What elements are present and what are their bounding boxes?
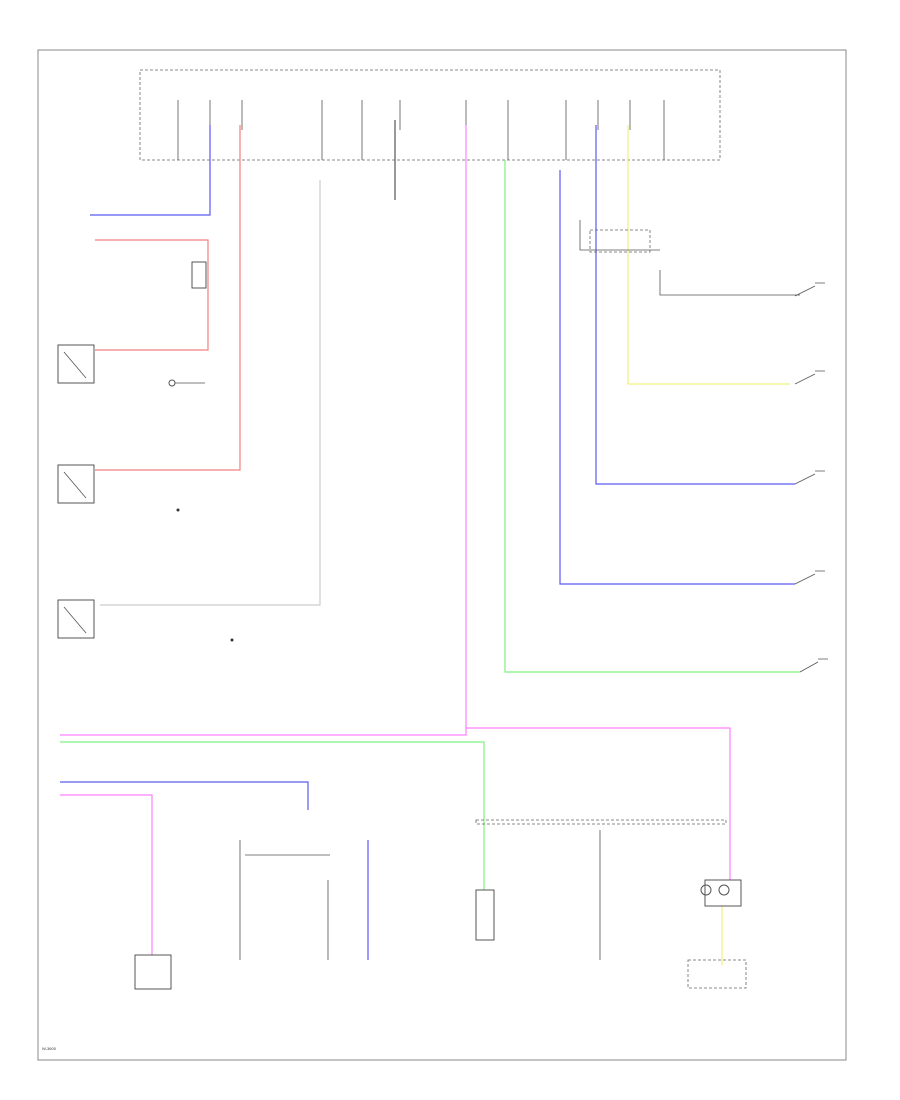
footer-code: W-3600 [42, 1046, 57, 1051]
bottom-component-left [134, 954, 172, 990]
wire-white-left [100, 180, 321, 606]
wire-green-right [504, 160, 800, 673]
ground-symbols [168, 379, 234, 642]
wire-gray-right [659, 270, 800, 296]
wire-green-left [60, 741, 485, 920]
top-module-box [139, 69, 721, 161]
switch-component-3 [57, 599, 95, 639]
diagram-border [37, 49, 847, 1061]
switch-component-1 [57, 344, 95, 384]
bottom-component-right [704, 879, 742, 907]
bottom-lamp-1 [700, 884, 712, 896]
wire-blue-right-1 [595, 125, 795, 485]
wire-red-branch [95, 239, 209, 351]
relay-box-1 [191, 261, 207, 289]
top-module-pins [177, 100, 665, 160]
relay-box-2 [589, 229, 651, 253]
wire-yellow-right [627, 125, 790, 385]
wire-blue-right-2 [559, 170, 795, 585]
wire-pink-right [466, 727, 731, 900]
bottom-lamp-2 [718, 884, 730, 896]
bottom-module-box [687, 959, 747, 989]
wire-red-left [95, 125, 241, 471]
wire-pink-long [60, 125, 467, 736]
wire-blue-bottom [60, 781, 309, 810]
wire-gray-pair [579, 220, 660, 251]
switch-component-2 [57, 464, 95, 504]
wire-blue-left [90, 125, 211, 216]
right-switches [794, 282, 828, 673]
bottom-dashed-connector [475, 819, 727, 825]
wire-bottom-stubs [239, 830, 601, 960]
bottom-component-center [475, 889, 495, 941]
wire-pink-bottom [60, 794, 153, 960]
